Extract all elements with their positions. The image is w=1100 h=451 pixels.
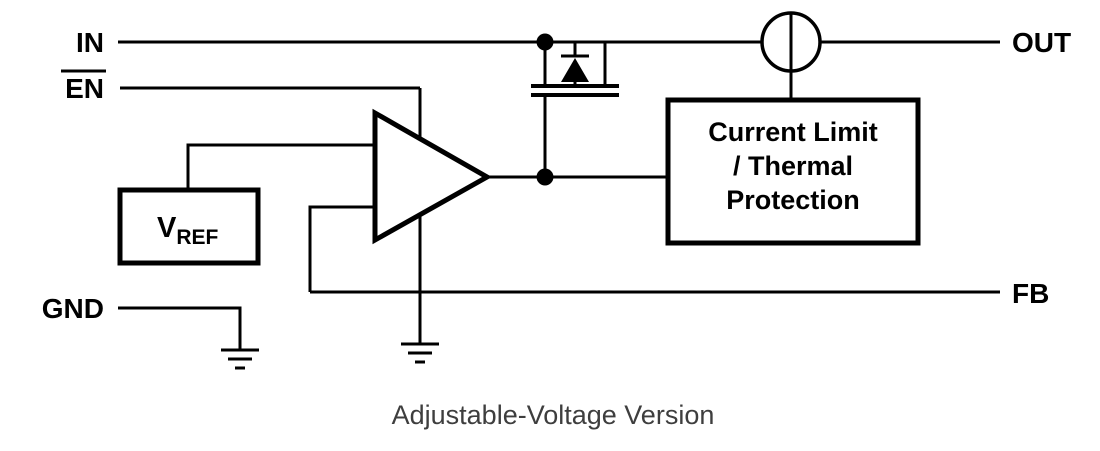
fb-input-wire: [308, 205, 375, 292]
ground-symbol-enable: [401, 342, 439, 364]
protection-block: [665, 97, 921, 246]
gnd-wire: [118, 306, 242, 350]
protection-block-line2: / Thermal: [733, 151, 853, 181]
junction-dot-gate: [536, 168, 554, 186]
body-diode: [561, 42, 589, 86]
current-sense-symbol: [760, 11, 822, 100]
diode-triangle: [561, 58, 589, 82]
protection-block-line3: Protection: [726, 185, 860, 215]
vref-box: [117, 187, 261, 266]
gnd-pin-label: GND: [42, 293, 104, 324]
vref-sub-text: REF: [176, 226, 218, 249]
current-sense-circle: [760, 11, 822, 73]
en-pin-label: EN: [65, 73, 104, 104]
fb-pin-label: FB: [1012, 278, 1049, 309]
vref-label: VREF: [157, 212, 219, 249]
error-amplifier: [372, 108, 493, 245]
diagram-caption: Adjustable-Voltage Version: [392, 400, 715, 430]
out-pin-label: OUT: [1012, 27, 1071, 58]
vref-main-text: V: [157, 212, 177, 244]
ground-symbol-gnd: [221, 348, 259, 370]
in-pin-label: IN: [76, 27, 104, 58]
junction-dot-input: [536, 33, 554, 51]
vref-wire: [186, 143, 375, 190]
protection-block-line1: Current Limit: [708, 117, 878, 147]
